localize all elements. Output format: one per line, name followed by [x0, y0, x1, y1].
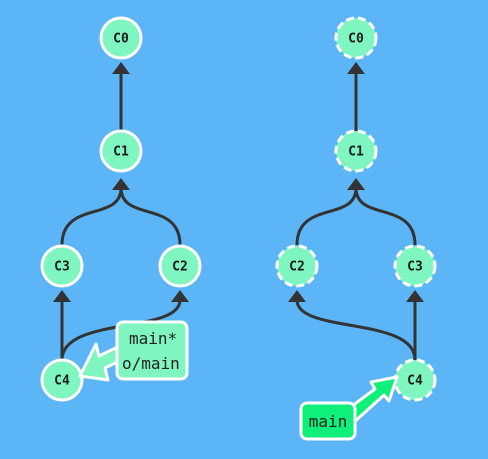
branch-pointer-arrow-icon — [342, 375, 399, 425]
commit-label: C0 — [113, 32, 129, 47]
left-graph: C0 C1 C3 C2 C4 main* o/main — [40, 16, 202, 402]
commit-label: C1 — [113, 145, 129, 160]
right-edges — [295, 72, 417, 361]
edge-c2-c1 — [295, 187, 358, 246]
commit-label: C3 — [54, 260, 70, 275]
arrowhead-icon — [347, 178, 365, 190]
commit-node-c1-ghost[interactable]: C1 — [334, 129, 378, 173]
edge-c4-c2 — [295, 299, 417, 361]
arrowhead-icon — [112, 62, 130, 74]
commit-node-c4[interactable]: C4 — [40, 358, 84, 402]
edge-c3-c1 — [60, 187, 123, 246]
commit-label: C4 — [54, 374, 70, 389]
right-arrowheads — [288, 62, 424, 302]
commit-node-c3-ghost[interactable]: C3 — [393, 244, 437, 288]
branch-label-main: main — [309, 412, 348, 431]
commit-node-c0[interactable]: C0 — [99, 16, 143, 60]
arrowhead-icon — [347, 62, 365, 74]
commit-node-c3[interactable]: C3 — [40, 244, 84, 288]
branch-label-main: main* — [129, 329, 177, 348]
branch-tag-main[interactable]: main — [299, 375, 399, 441]
arrowhead-icon — [112, 178, 130, 190]
edge-c2-c1 — [119, 187, 182, 246]
arrowhead-icon — [171, 290, 189, 302]
commit-label: C1 — [348, 145, 364, 160]
commit-node-c2-ghost[interactable]: C2 — [275, 244, 319, 288]
branch-label-o-main: o/main — [122, 354, 180, 373]
commit-node-c1[interactable]: C1 — [99, 129, 143, 173]
arrowhead-icon — [288, 290, 306, 302]
commit-label: C4 — [407, 374, 423, 389]
commit-node-c0-ghost[interactable]: C0 — [334, 16, 378, 60]
arrowhead-icon — [406, 290, 424, 302]
commit-label: C0 — [348, 32, 364, 47]
left-arrowheads — [53, 62, 189, 302]
commit-label: C2 — [172, 260, 188, 275]
branch-tag-main-o-main[interactable]: main* o/main — [78, 320, 189, 382]
commit-node-c4-ghost[interactable]: C4 — [393, 358, 437, 402]
commit-label: C2 — [289, 260, 305, 275]
right-graph: C0 C1 C2 C3 C4 main — [275, 16, 437, 441]
commit-label: C3 — [407, 260, 423, 275]
left-edges — [60, 72, 182, 361]
commit-node-c2[interactable]: C2 — [158, 244, 202, 288]
edge-c3-c1 — [354, 187, 417, 246]
arrowhead-icon — [53, 290, 71, 302]
